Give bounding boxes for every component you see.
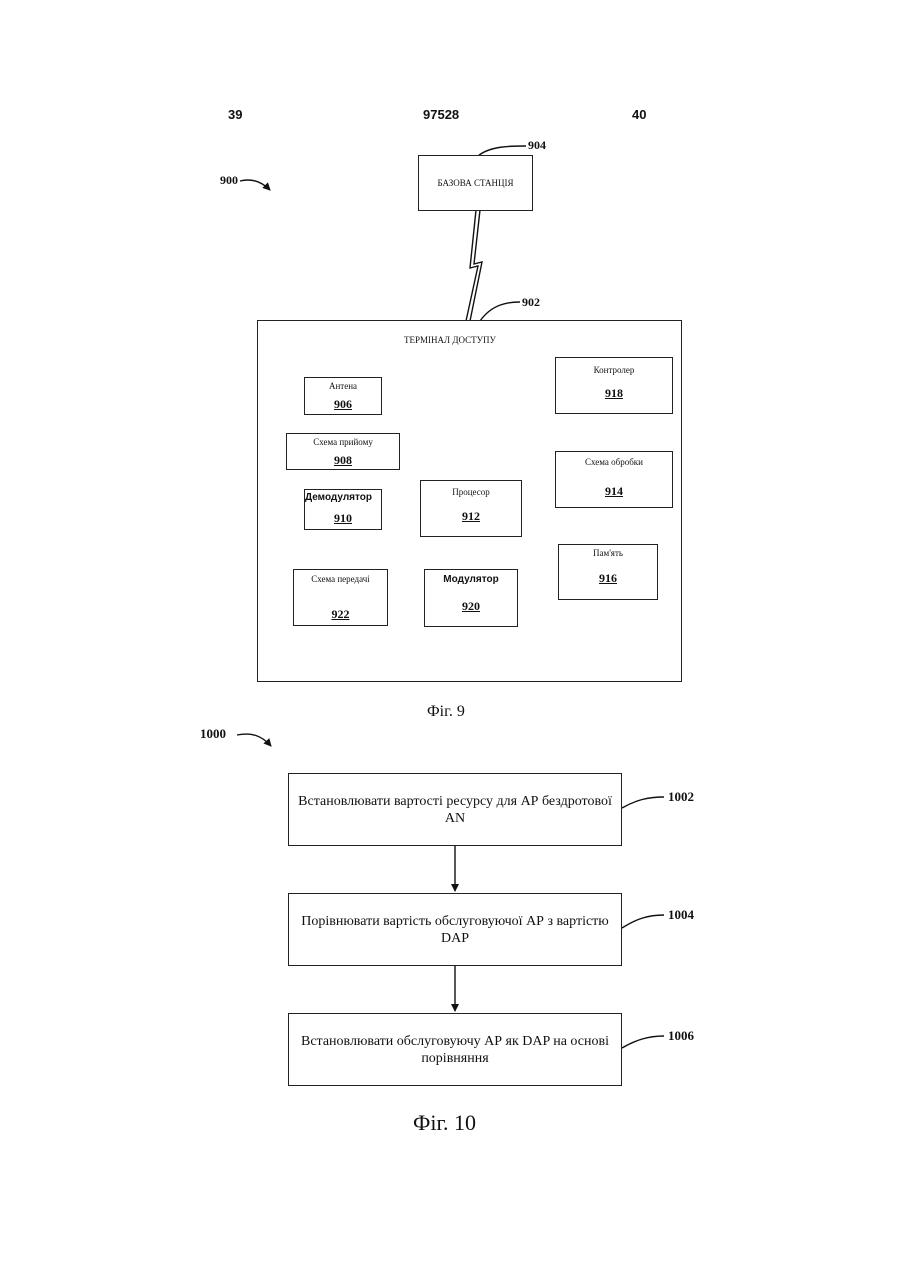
transmitter-number: 922: [294, 607, 387, 622]
flow-step-1006: Встановлювати обслуговуючу АР як DAP на …: [288, 1013, 622, 1086]
ref-1004-leader: [622, 915, 664, 928]
base-station-box: БАЗОВА СТАНЦІЯ: [418, 155, 533, 211]
figure-10-caption: Фіг. 10: [413, 1110, 476, 1136]
page-number-left: 39: [228, 107, 242, 122]
demodulator-label: Демодулятор: [305, 492, 372, 503]
memory-number: 916: [559, 571, 657, 586]
antenna-number: 906: [305, 397, 381, 412]
access-terminal-label: ТЕРМІНАЛ ДОСТУПУ: [404, 335, 496, 345]
processor-label: Процесор: [421, 487, 521, 497]
processing-label: Схема обробки: [556, 457, 672, 467]
ref-1000-label: 1000: [200, 726, 226, 742]
memory-block: Пам'ять 916: [558, 544, 658, 600]
ref-1002-leader: [622, 797, 664, 808]
ref-900-arrow: [240, 180, 270, 190]
receiver-label: Схема прийому: [287, 437, 399, 447]
antenna-block: Антена 906: [304, 377, 382, 415]
receiver-number: 908: [287, 453, 399, 468]
wireless-link-icon: [466, 210, 478, 321]
base-station-label: БАЗОВА СТАНЦІЯ: [437, 178, 513, 188]
modulator-label: Модулятор: [425, 574, 517, 585]
processor-block: Процесор 912: [420, 480, 522, 537]
flow-step-1004: Порівнювати вартість обслуговуючої АР з …: [288, 893, 622, 966]
ref-902-leader: [480, 302, 520, 321]
controller-block: Контролер 918: [555, 357, 673, 414]
page-number-right: 40: [632, 107, 646, 122]
processing-block: Схема обробки 914: [555, 451, 673, 508]
document-number: 97528: [423, 107, 459, 122]
processor-number: 912: [421, 509, 521, 524]
flow-step-1004-text: Порівнювати вартість обслуговуючої АР з …: [297, 913, 613, 947]
ref-900-label: 900: [220, 173, 238, 188]
flow-step-1002-text: Встановлювати вартості ресурсу для АР бе…: [297, 793, 613, 827]
flow-step-1006-text: Встановлювати обслуговуючу АР як DAP на …: [297, 1033, 613, 1067]
transmitter-block: Схема передачі 922: [293, 569, 388, 626]
ref-904-label: 904: [528, 138, 546, 153]
ref-1002-label: 1002: [668, 789, 694, 805]
ref-1004-label: 1004: [668, 907, 694, 923]
ref-1000-arrow: [237, 734, 271, 746]
flow-step-1002: Встановлювати вартості ресурсу для АР бе…: [288, 773, 622, 846]
transmitter-label: Схема передачі: [294, 574, 387, 584]
antenna-label: Антена: [305, 381, 381, 391]
ref-1006-leader: [622, 1036, 664, 1048]
modulator-block: Модулятор 920: [424, 569, 518, 627]
modulator-number: 920: [425, 599, 517, 614]
receiver-block: Схема прийому 908: [286, 433, 400, 470]
figure-9-caption: Фіг. 9: [427, 703, 465, 721]
ref-902-label: 902: [522, 295, 540, 310]
controller-number: 918: [556, 386, 672, 401]
demodulator-block: Демодулятор 910: [304, 489, 382, 530]
controller-label: Контролер: [556, 365, 672, 375]
memory-label: Пам'ять: [559, 548, 657, 558]
demodulator-number: 910: [305, 511, 381, 526]
processing-number: 914: [556, 484, 672, 499]
ref-1006-label: 1006: [668, 1028, 694, 1044]
